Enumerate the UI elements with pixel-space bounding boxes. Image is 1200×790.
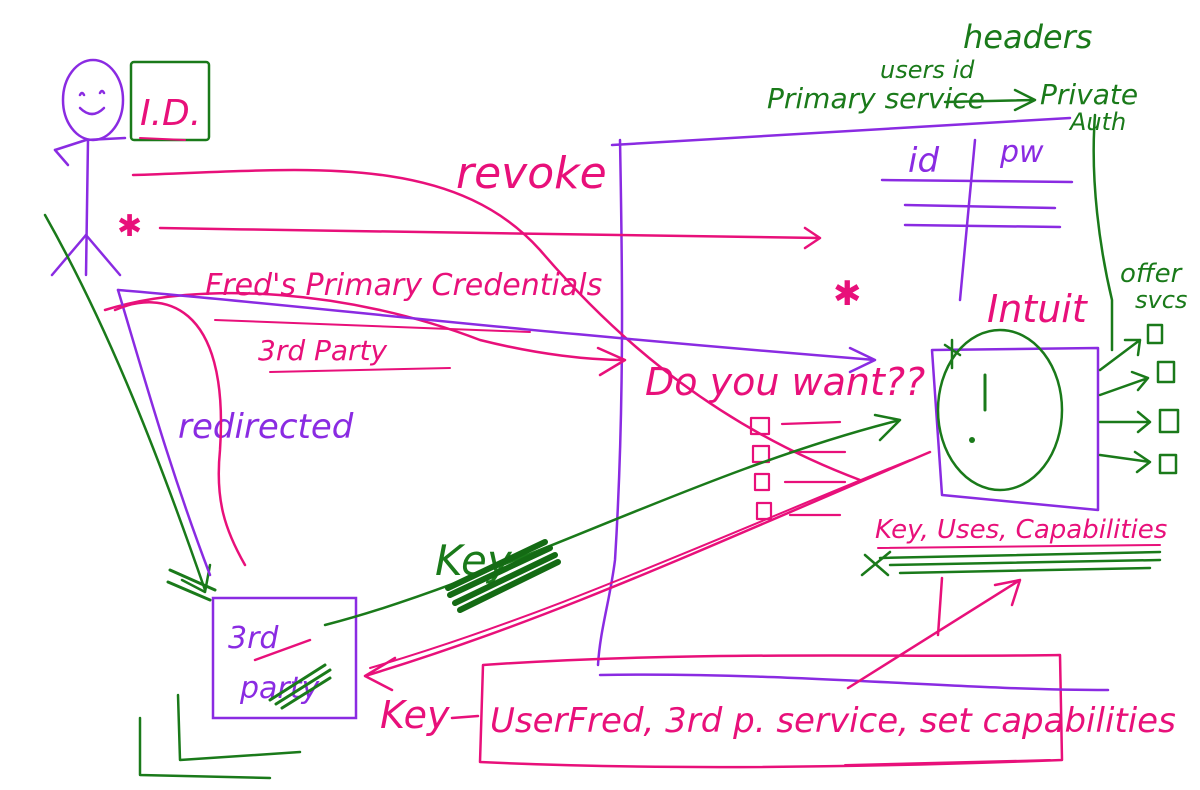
pw-column-header: pw bbox=[999, 135, 1044, 170]
key-scribble bbox=[445, 539, 561, 613]
headers-label: headers bbox=[963, 18, 1092, 56]
primary-service-label: Primary service bbox=[767, 82, 985, 115]
do-you-want-label: Do you want?? bbox=[645, 360, 925, 404]
id-column-header: id bbox=[908, 141, 939, 181]
key-green-arrow bbox=[323, 413, 902, 627]
key-scope-label: Key, Uses, Capabilities bbox=[875, 515, 1167, 545]
auth-to-intuit-line bbox=[1092, 113, 1114, 352]
revoke-curve bbox=[131, 168, 862, 482]
service-boundary-line bbox=[610, 116, 1072, 147]
key-lower-label: Key bbox=[380, 693, 450, 737]
credentials-arrow bbox=[103, 291, 627, 377]
intuit-circle bbox=[936, 328, 1064, 492]
freds-credentials-label: Fred's Primary Credentials bbox=[205, 268, 602, 303]
auth-label: Auth bbox=[1068, 108, 1126, 136]
third-party-sub-label: 3rd Party bbox=[258, 334, 388, 367]
bottom-key-box: UserFred, 3rd p. service, set capabiliti… bbox=[478, 653, 1176, 769]
redirect-line-magenta bbox=[113, 301, 247, 567]
service-boundary-vertical bbox=[596, 138, 624, 667]
id-badge-label: I.D. bbox=[140, 93, 201, 134]
third-party-box: 3rd party bbox=[211, 596, 358, 720]
user-stick-figure bbox=[50, 58, 127, 277]
revoke-label: revoke bbox=[456, 148, 607, 199]
private-label: Private bbox=[1040, 78, 1138, 111]
star-mark-right: ✱ bbox=[833, 276, 862, 313]
star-mark-left: ✱ bbox=[117, 210, 142, 243]
star-arrow bbox=[158, 226, 822, 250]
bottom-purple-line bbox=[598, 673, 1110, 692]
third-party-box-line1: 3rd bbox=[228, 621, 279, 656]
bottom-left-scribble bbox=[138, 693, 302, 780]
bottom-to-scope-arrow bbox=[846, 578, 1022, 690]
redirected-label: redirected bbox=[178, 407, 354, 447]
service-arrows bbox=[1098, 323, 1180, 475]
redirect-line-purple bbox=[116, 288, 212, 577]
intuit-box bbox=[930, 328, 1100, 512]
users-id-label: users id bbox=[880, 56, 975, 84]
id-badge: I.D. bbox=[129, 60, 211, 142]
intuit-label: Intuit bbox=[987, 287, 1089, 331]
offer-label: offer bbox=[1120, 259, 1184, 289]
primary-service-arrow bbox=[943, 88, 1037, 112]
services-label: svcs bbox=[1135, 286, 1187, 314]
credential-table: id pw bbox=[880, 135, 1074, 302]
redirect-line-green bbox=[43, 213, 212, 594]
bottom-box-label: UserFred, 3rd p. service, set capabiliti… bbox=[490, 701, 1176, 741]
purple-flow-arrow bbox=[116, 288, 877, 374]
key-scope-strike bbox=[860, 550, 1162, 577]
